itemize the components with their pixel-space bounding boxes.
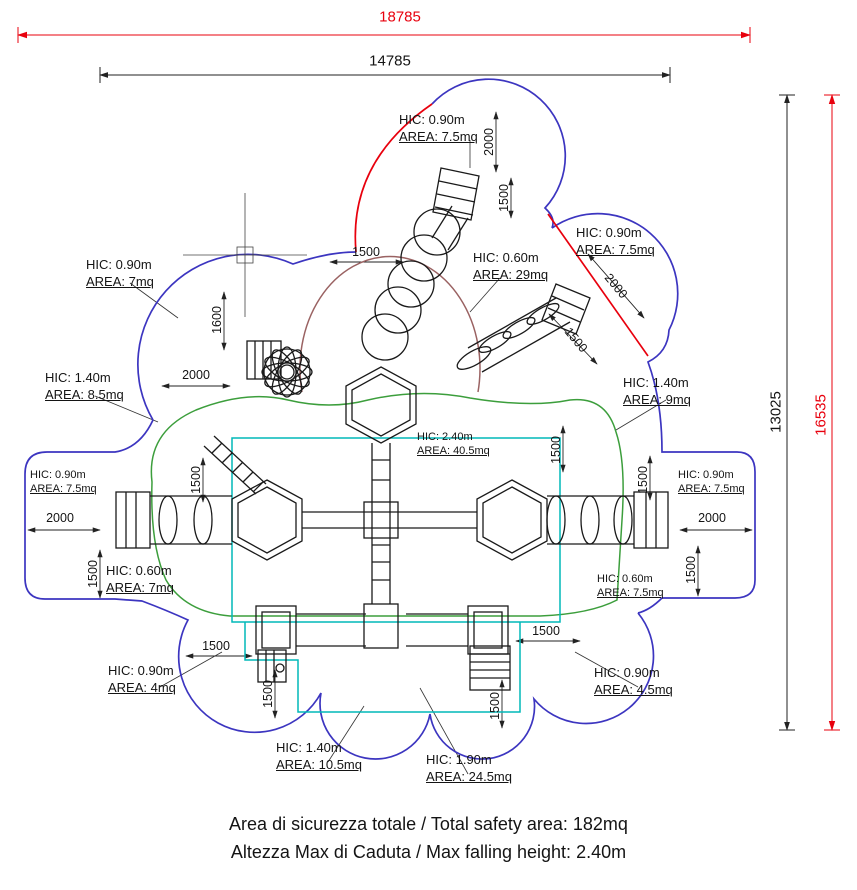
- area-value: AREA: 7mq: [86, 273, 154, 289]
- dim-1500-bottom-center-left: 1500: [261, 680, 275, 708]
- hic-value: HIC: 0.90m: [30, 469, 86, 481]
- area-value: AREA: 4mq: [108, 679, 176, 695]
- dim-2000-left-flower: 2000: [182, 368, 210, 382]
- dim-right-outer: 16535: [812, 394, 830, 436]
- area-value: AREA: 7mq: [106, 579, 174, 595]
- upper-right-tube: [456, 283, 591, 373]
- dim-1500-left-center: 1500: [189, 466, 203, 494]
- hic-value: HIC: 0.90m: [108, 663, 174, 678]
- hic-value: HIC: 2.40m: [417, 431, 473, 443]
- hic-value: HIC: 1.90m: [426, 752, 492, 767]
- dim-top-outer: 18785: [379, 8, 421, 26]
- hic-label-far-right: HIC: 0.90m AREA: 7.5mq: [678, 468, 745, 496]
- area-value: AREA: 40.5mq: [417, 445, 490, 458]
- hic-label-upper-left: HIC: 0.90m AREA: 7mq: [86, 257, 154, 290]
- area-value: AREA: 9mq: [623, 391, 691, 407]
- hic-value: HIC: 0.90m: [399, 112, 465, 127]
- hic-label-center-top: HIC: 0.60m AREA: 29mq: [473, 250, 548, 283]
- inner-zone-outline-cyan: [231, 437, 561, 713]
- area-value: AREA: 10.5mq: [276, 756, 362, 772]
- area-value: AREA: 8.5mq: [45, 386, 124, 402]
- hic-label-bottom-left: HIC: 0.90m AREA: 4mq: [108, 663, 176, 696]
- hic-label-top-center: HIC: 0.90m AREA: 7.5mq: [399, 112, 478, 145]
- small-bottom-left-unit: [257, 649, 287, 683]
- inner-zone-outline-green: [150, 392, 624, 617]
- dim-right-inner: 13025: [767, 391, 785, 433]
- caption-max-falling-height: Altezza Max di Caduta / Max falling heig…: [230, 842, 627, 862]
- area-value: AREA: 7.5mq: [399, 128, 478, 144]
- hic-value: HIC: 1.40m: [623, 375, 689, 390]
- hic-label-top-right: HIC: 0.90m AREA: 7.5mq: [576, 225, 655, 258]
- area-value: AREA: 7.5mq: [597, 587, 664, 600]
- dim-1500-spiral: 1500: [352, 245, 380, 259]
- area-value: AREA: 29mq: [473, 266, 549, 282]
- zone-outline-maroon: [299, 255, 481, 393]
- caption-total-safety-area: Area di sicurezza totale / Total safety …: [229, 814, 628, 834]
- diagonal-ladder: [203, 435, 267, 495]
- crosshair-marker: [183, 193, 307, 317]
- dim-1600-upper-left: 1600: [210, 306, 224, 334]
- top-platform: [432, 167, 480, 221]
- dim-1500-lower-left: 1500: [86, 560, 100, 588]
- hic-value: HIC: 1.40m: [45, 370, 111, 385]
- cross-beams: [115, 479, 669, 561]
- main-dimension-lines: [17, 27, 840, 731]
- dim-1500-right-center: 1500: [549, 436, 563, 464]
- dim-2000-far-right: 2000: [698, 511, 726, 525]
- area-value: AREA: 4.5mq: [594, 681, 673, 697]
- dim-1500-bottom-left: 1500: [202, 639, 230, 653]
- hic-value: HIC: 0.60m: [473, 250, 539, 265]
- playground-structure: [115, 167, 669, 691]
- hic-value: HIC: 0.60m: [597, 573, 653, 585]
- bottom-beams: [255, 605, 509, 655]
- dim-1500-bottom-right: 1500: [532, 624, 560, 638]
- flower-spiral-slide: [246, 340, 313, 398]
- area-value: AREA: 7.5mq: [678, 483, 745, 496]
- dim-2000-far-left: 2000: [46, 511, 74, 525]
- area-value: AREA: 7.5mq: [30, 483, 97, 496]
- central-tower: [345, 366, 417, 649]
- leader-lines: [94, 140, 667, 775]
- dim-1500-right-upper: 1500: [636, 466, 650, 494]
- area-value: AREA: 7.5mq: [576, 241, 655, 257]
- safety-area-outline-blue: [24, 78, 756, 760]
- dim-top-inner: 14785: [369, 52, 411, 70]
- dim-1500-bottom-center-right: 1500: [488, 692, 502, 720]
- hic-label-bottom-center-right: HIC: 1.90m AREA: 24.5mq: [426, 752, 512, 785]
- hic-label-lower-left: HIC: 0.60m AREA: 7mq: [106, 563, 174, 596]
- spiral-tube-slide: [361, 205, 469, 361]
- safety-area-outline-red: [354, 103, 649, 357]
- hic-label-lower-right: HIC: 0.60m AREA: 7.5mq: [597, 572, 664, 600]
- area-value: AREA: 24.5mq: [426, 768, 512, 784]
- hic-value: HIC: 0.90m: [594, 665, 660, 680]
- hic-value: HIC: 1.40m: [276, 740, 342, 755]
- hic-value: HIC: 0.90m: [576, 225, 642, 240]
- hic-label-bottom-right: HIC: 0.90m AREA: 4.5mq: [594, 665, 673, 698]
- hic-label-mid-left: HIC: 1.40m AREA: 8.5mq: [45, 370, 124, 403]
- hic-value: HIC: 0.90m: [86, 257, 152, 272]
- hic-label-bottom-center-left: HIC: 1.40m AREA: 10.5mq: [276, 740, 362, 773]
- dim-2000-top-lobe: 2000: [482, 128, 496, 156]
- detail-dimension-lines: [27, 111, 753, 729]
- dim-1500-right-lower: 1500: [684, 556, 698, 584]
- hic-label-far-left: HIC: 0.90m AREA: 7.5mq: [30, 468, 97, 496]
- hic-label-mid-right: HIC: 1.40m AREA: 9mq: [623, 375, 691, 408]
- stairs: [469, 645, 511, 691]
- hic-value: HIC: 0.90m: [678, 469, 734, 481]
- dim-1500-top-platform: 1500: [497, 184, 511, 212]
- hic-value: HIC: 0.60m: [106, 563, 172, 578]
- hic-label-center: HIC: 2.40m AREA: 40.5mq: [417, 430, 490, 458]
